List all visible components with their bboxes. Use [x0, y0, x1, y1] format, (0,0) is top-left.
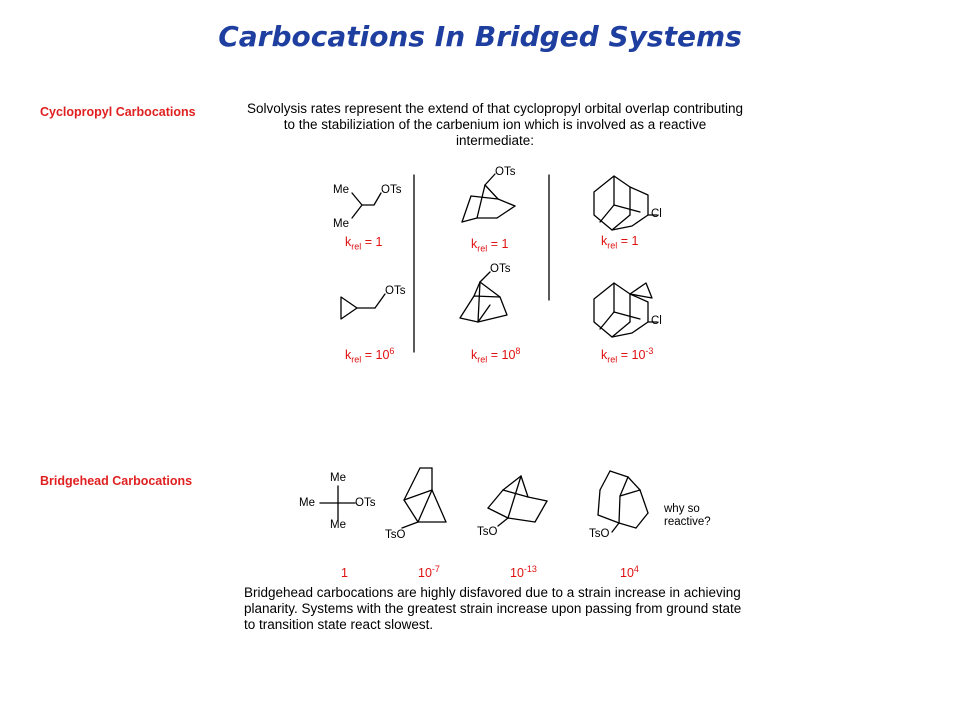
- label-why-so-reactive: why so reactive?: [664, 503, 711, 528]
- rate-tricyclic: krel = 108: [471, 346, 521, 365]
- rate-adamantyl: krel = 1: [601, 234, 639, 251]
- isobutyl-methyl-bond: [351, 204, 363, 219]
- label-tso-3: TsO: [589, 528, 610, 540]
- large-bicyclic-structure: [597, 470, 649, 533]
- label-me-2: Me: [333, 218, 349, 230]
- label-ots-bridgehead: OTs: [355, 497, 376, 509]
- section-description-bridgehead: Bridgehead carbocations are highly disfa…: [244, 585, 742, 632]
- label-tso-2: TsO: [477, 526, 498, 538]
- label-ots-2: OTs: [495, 166, 516, 178]
- bicyclooctyl-structure: [401, 467, 447, 529]
- rate-bridgehead-norbornyl: 10-13: [510, 564, 537, 581]
- section-heading-cyclopropyl: Cyclopropyl Carbocations: [40, 105, 196, 119]
- label-me-top: Me: [330, 472, 346, 484]
- page-title: Carbocations In Bridged Systems: [218, 20, 742, 53]
- label-cl-1: Cl: [651, 208, 662, 220]
- bridgehead-norbornyl-structure: [487, 475, 548, 527]
- adamantyl-chloride-structure: [593, 175, 658, 231]
- label-ots-3: OTs: [385, 285, 406, 297]
- section-heading-bridgehead: Bridgehead Carbocations: [40, 474, 193, 488]
- rate-norbornyl: krel = 1: [471, 237, 509, 254]
- label-me-bottom: Me: [330, 519, 346, 531]
- label-me-1: Me: [333, 184, 349, 196]
- label-cl-2: Cl: [651, 315, 662, 327]
- label-ots-4: OTs: [490, 263, 511, 275]
- label-me-left: Me: [299, 497, 315, 509]
- label-ots-1: OTs: [381, 184, 402, 196]
- rate-spiro-adamantyl: krel = 10-3: [601, 346, 654, 365]
- label-tso-1: TsO: [385, 529, 406, 541]
- cyclopropylmethyl-structure: [340, 293, 386, 320]
- rate-cyclopropylmethyl: krel = 106: [345, 346, 395, 365]
- isobutyl-skeleton: [351, 192, 382, 206]
- rate-bicyclooctyl: 10-7: [418, 564, 440, 581]
- rate-isobutyl: krel = 1: [345, 235, 383, 252]
- norbornyl-structure: [461, 173, 516, 223]
- tert-butyl-structure: [319, 485, 356, 520]
- rate-tert-butyl: 1: [341, 566, 348, 581]
- section-description-cyclopropyl: Solvolysis rates represent the extend of…: [246, 101, 743, 148]
- rate-large-bicyclic: 104: [620, 564, 639, 581]
- tricyclic-tosylate-structure: [459, 271, 508, 323]
- spiro-adamantyl-chloride-structure: [593, 282, 658, 338]
